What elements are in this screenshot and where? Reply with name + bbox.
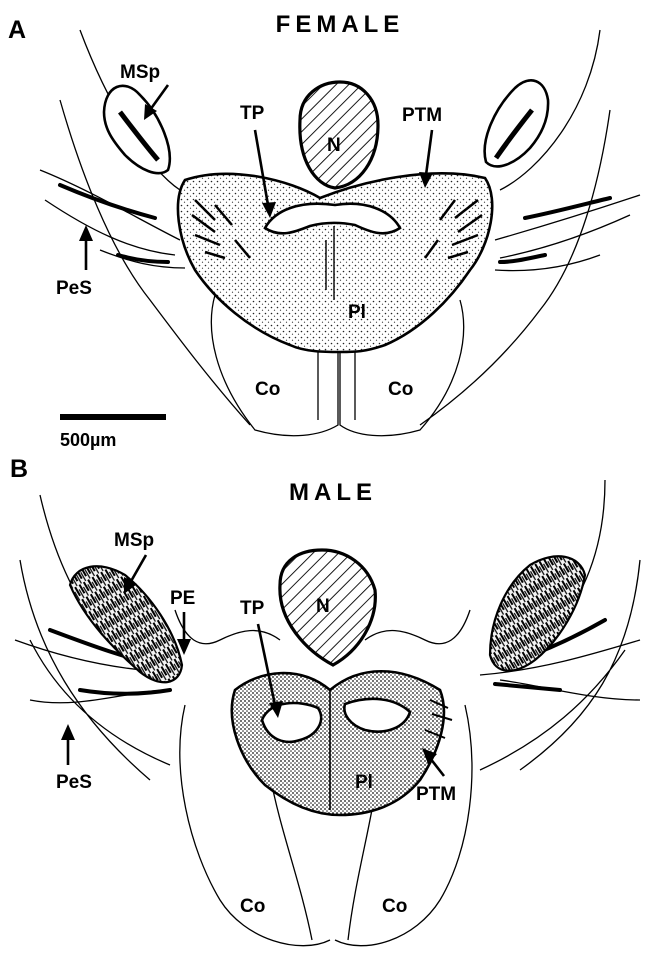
panel-b-letter: B bbox=[10, 455, 28, 483]
label-co-left-a: Co bbox=[255, 379, 280, 400]
msp-lobe-right-b bbox=[490, 556, 585, 670]
msp-lobe-right bbox=[485, 80, 548, 166]
arrow-msp-b bbox=[130, 555, 146, 583]
label-pe-b: PE bbox=[170, 588, 195, 609]
panel-b-title: MALE bbox=[289, 479, 377, 506]
coxa-inner bbox=[318, 350, 355, 420]
label-tp-b: TP bbox=[240, 598, 265, 619]
panel-b: B MALE MSp PE TP N bbox=[10, 455, 640, 946]
label-n-b: N bbox=[316, 596, 330, 617]
label-co-right-b: Co bbox=[382, 896, 407, 917]
label-ptm-b: PTM bbox=[416, 784, 456, 805]
label-pl-a: Pl bbox=[348, 302, 366, 323]
arrow-msp-a bbox=[150, 85, 168, 110]
label-n-a: N bbox=[327, 135, 341, 156]
label-pes-a: PeS bbox=[56, 278, 92, 299]
arrowhead-pes-b bbox=[61, 724, 75, 740]
arrow-ptm-b bbox=[430, 758, 444, 776]
label-ptm-a: PTM bbox=[402, 105, 442, 126]
label-tp-a: TP bbox=[240, 103, 265, 124]
label-pes-b: PeS bbox=[56, 772, 92, 793]
pl-body-b bbox=[232, 671, 444, 815]
pl-body bbox=[178, 173, 492, 352]
panel-a: A FEMALE MSp bbox=[8, 11, 640, 450]
scale-bar-label: 500µm bbox=[60, 430, 116, 450]
label-co-right-a: Co bbox=[388, 379, 413, 400]
msp-lobe-left bbox=[104, 86, 170, 173]
label-msp-b: MSp bbox=[114, 530, 154, 551]
panel-a-title: FEMALE bbox=[276, 11, 405, 38]
arrow-ptm-a bbox=[426, 130, 432, 175]
label-co-left-b: Co bbox=[240, 896, 265, 917]
label-msp-a: MSp bbox=[120, 62, 160, 83]
label-pl-b: Pl bbox=[355, 772, 373, 793]
panel-a-letter: A bbox=[8, 16, 26, 44]
